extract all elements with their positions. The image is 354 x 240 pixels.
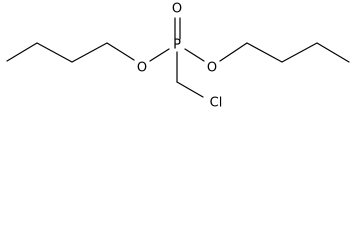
left-butyl-bond-1 bbox=[6, 42, 38, 62]
chloromethylphosphonate-structure: O P O O Cl bbox=[6, 2, 350, 111]
right-p-o-bond bbox=[184, 48, 205, 62]
ch2-cl-bond bbox=[176, 81, 204, 98]
right-oxygen-label: O bbox=[207, 61, 217, 76]
right-butyl-bond-2 bbox=[246, 42, 283, 63]
right-butyl-bond-4 bbox=[316, 42, 350, 63]
left-oxygen-label: O bbox=[137, 61, 147, 76]
right-butyl-bond-3 bbox=[281, 42, 318, 63]
right-butyl-bond-1 bbox=[219, 42, 248, 62]
left-butyl-bond-2 bbox=[36, 42, 73, 63]
left-o-p-bond bbox=[149, 48, 170, 62]
phosphorus-label: P bbox=[173, 38, 181, 53]
chlorine-label: Cl bbox=[210, 96, 223, 111]
left-butyl-bond-3 bbox=[71, 42, 108, 63]
left-butyl-bond-4 bbox=[106, 42, 135, 61]
oxo-oxygen-label: O bbox=[172, 2, 182, 17]
